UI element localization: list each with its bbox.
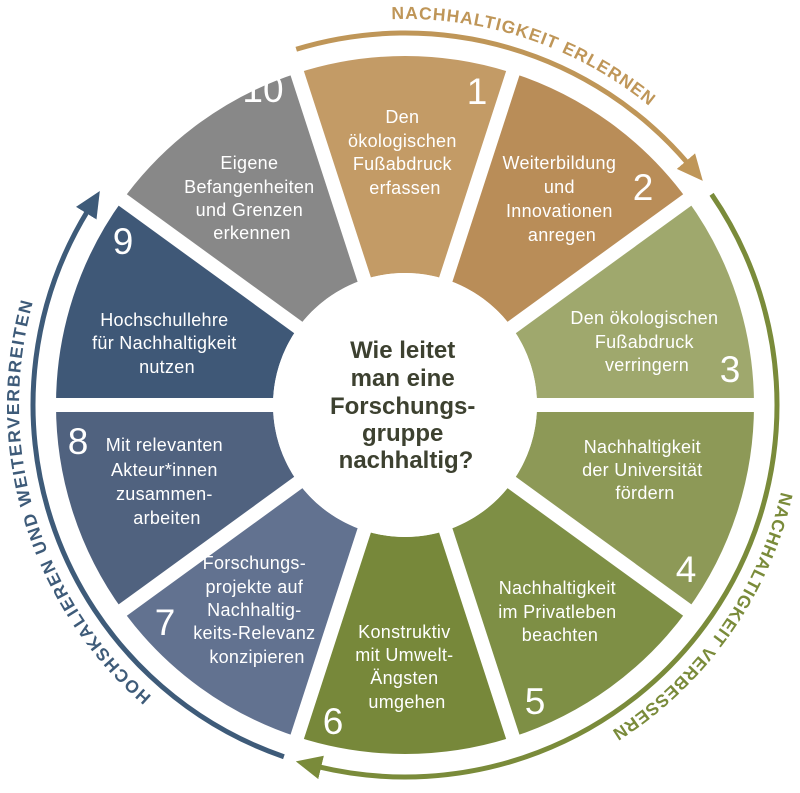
segment-1-number: 1 (467, 71, 488, 112)
segment-5-number: 5 (525, 681, 546, 722)
segment-7-label-line: keits-Relevanz (193, 623, 315, 643)
segment-2-label-line: Weiterbildung (503, 153, 617, 173)
segment-7-shape (122, 482, 365, 737)
segment-1-label-line: Den (385, 107, 419, 127)
segment-4: 4 Nachhaltigkeit der Universität fördern (511, 405, 754, 611)
segment-3-label-line: verringern (605, 355, 689, 375)
segment-8-label-line: arbeiten (133, 508, 200, 528)
segment-4-label-line: Nachhaltigkeit (584, 437, 701, 457)
center-question-line: nachhaltig? (339, 447, 474, 474)
phase-scale-arrow (30, 191, 285, 760)
segment-1-label-line: ökologischen (348, 131, 457, 151)
segment-5-label-line: beachten (522, 625, 598, 645)
segment-5-label: Nachhaltigkeit im Privatleben beachten (498, 578, 622, 645)
segment-2-number: 2 (633, 167, 654, 208)
segment-10-label-line: Befangenheiten (184, 177, 314, 197)
segment-7-label-line: projekte auf (206, 577, 304, 597)
segment-9-label: Hochschullehre für Nachhaltigkeit nutzen (92, 310, 242, 377)
segment-10-label: Eigene Befangenheiten und Grenzen erkenn… (184, 153, 320, 243)
segment-8-number: 8 (68, 421, 89, 462)
segment-7: 7 Forschungs- projekte auf Nachhaltig- k… (122, 482, 365, 737)
segment-6-label-line: Ängsten (370, 668, 438, 688)
segment-4-label-line: fördern (615, 483, 674, 503)
segment-8-label-line: zusammen- (116, 484, 213, 504)
segment-7-label-line: konzipieren (209, 647, 304, 667)
segment-8: 8 Mit relevanten Akteur*innen zusammen- … (56, 405, 299, 611)
segment-1-label-line: erfassen (369, 178, 440, 198)
segment-4-label-line: der Universität (582, 460, 703, 480)
segment-9-number: 9 (113, 221, 134, 262)
segment-3-number: 3 (720, 349, 741, 390)
segment-6-label-line: umgehen (368, 692, 445, 712)
segment-3-label-line: Fußabdruck (595, 332, 695, 352)
segment-10-label-line: Eigene (220, 153, 278, 173)
segment-5-label-line: im Privatleben (498, 602, 616, 622)
phase-improve-arrow (295, 192, 780, 780)
segment-8-label-line: Akteur*innen (111, 460, 218, 480)
center-circle (273, 273, 537, 537)
segment-8-label-line: Mit relevanten (106, 435, 223, 455)
segment-8-shape (56, 405, 299, 611)
segment-3-label: Den ökologischen Fußabdruck verringern (570, 308, 723, 375)
segment-2-label-line: anregen (528, 225, 596, 245)
center-question-line: gruppe (362, 420, 443, 447)
segment-9: 9 Hochschullehre für Nachhaltigkeit nutz… (56, 199, 299, 405)
segment-2-label-line: und (544, 177, 575, 197)
segment-4-shape (511, 405, 754, 611)
segment-10-shape (122, 73, 365, 328)
segment-10-label-line: erkennen (213, 223, 290, 243)
segment-3: 3 Den ökologischen Fußabdruck verringern (511, 199, 754, 405)
segment-3-shape (511, 199, 754, 405)
segment-7-number: 7 (155, 602, 176, 643)
segment-2: 2 Weiterbildung und Innovationen anregen (445, 73, 688, 328)
segment-9-label-line: Hochschullehre (100, 310, 228, 330)
segment-5-shape (445, 482, 688, 737)
segment-5-label-line: Nachhaltigkeit (499, 578, 616, 598)
segment-7-label-line: Forschungs- (203, 553, 306, 573)
segment-2-label-line: Innovationen (506, 201, 613, 221)
segment-2-label: Weiterbildung und Innovationen anregen (503, 153, 622, 245)
segment-1-label: Den ökologischen Fußabdruck erfassen (348, 107, 462, 198)
segment-1-label-line: Fußabdruck (353, 154, 453, 174)
segment-9-label-line: nutzen (139, 357, 195, 377)
center-question: Wie leitet man eine Forschungs- gruppe n… (330, 337, 482, 474)
center-question-line: Wie leitet (350, 337, 455, 364)
segment-2-shape (445, 73, 688, 328)
segment-5: 5 Nachhaltigkeit im Privatleben beachten (445, 482, 688, 737)
segment-10-number: 10 (242, 69, 283, 110)
segment-4-label: Nachhaltigkeit der Universität fördern (582, 437, 708, 503)
segment-6-label-line: Konstruktiv (358, 622, 450, 642)
segment-6-number: 6 (323, 701, 344, 742)
segment-10: 10 Eigene Befangenheiten und Grenzen erk… (122, 69, 365, 328)
segment-4-number: 4 (676, 549, 697, 590)
center-question-line: Forschungs- (330, 393, 475, 420)
phase-learn-arrow (295, 30, 703, 181)
segment-10-label-line: und Grenzen (196, 200, 303, 220)
segment-7-label-line: Nachhaltig- (207, 600, 301, 620)
segment-8-label: Mit relevanten Akteur*innen zusammen- ar… (106, 435, 229, 528)
segment-9-shape (56, 199, 299, 405)
center-question-line: man eine (351, 365, 455, 392)
segment-9-label-line: für Nachhaltigkeit (92, 333, 236, 353)
segments: 1 Den ökologischen Fußabdruck erfassen 2… (56, 55, 754, 754)
segment-6-label-line: mit Umwelt- (355, 645, 453, 665)
segment-3-label-line: Den ökologischen (570, 308, 718, 328)
segment-7-label: Forschungs- projekte auf Nachhaltig- kei… (193, 553, 321, 667)
segment-6-label: Konstruktiv mit Umwelt- Ängsten umgehen (355, 622, 459, 712)
